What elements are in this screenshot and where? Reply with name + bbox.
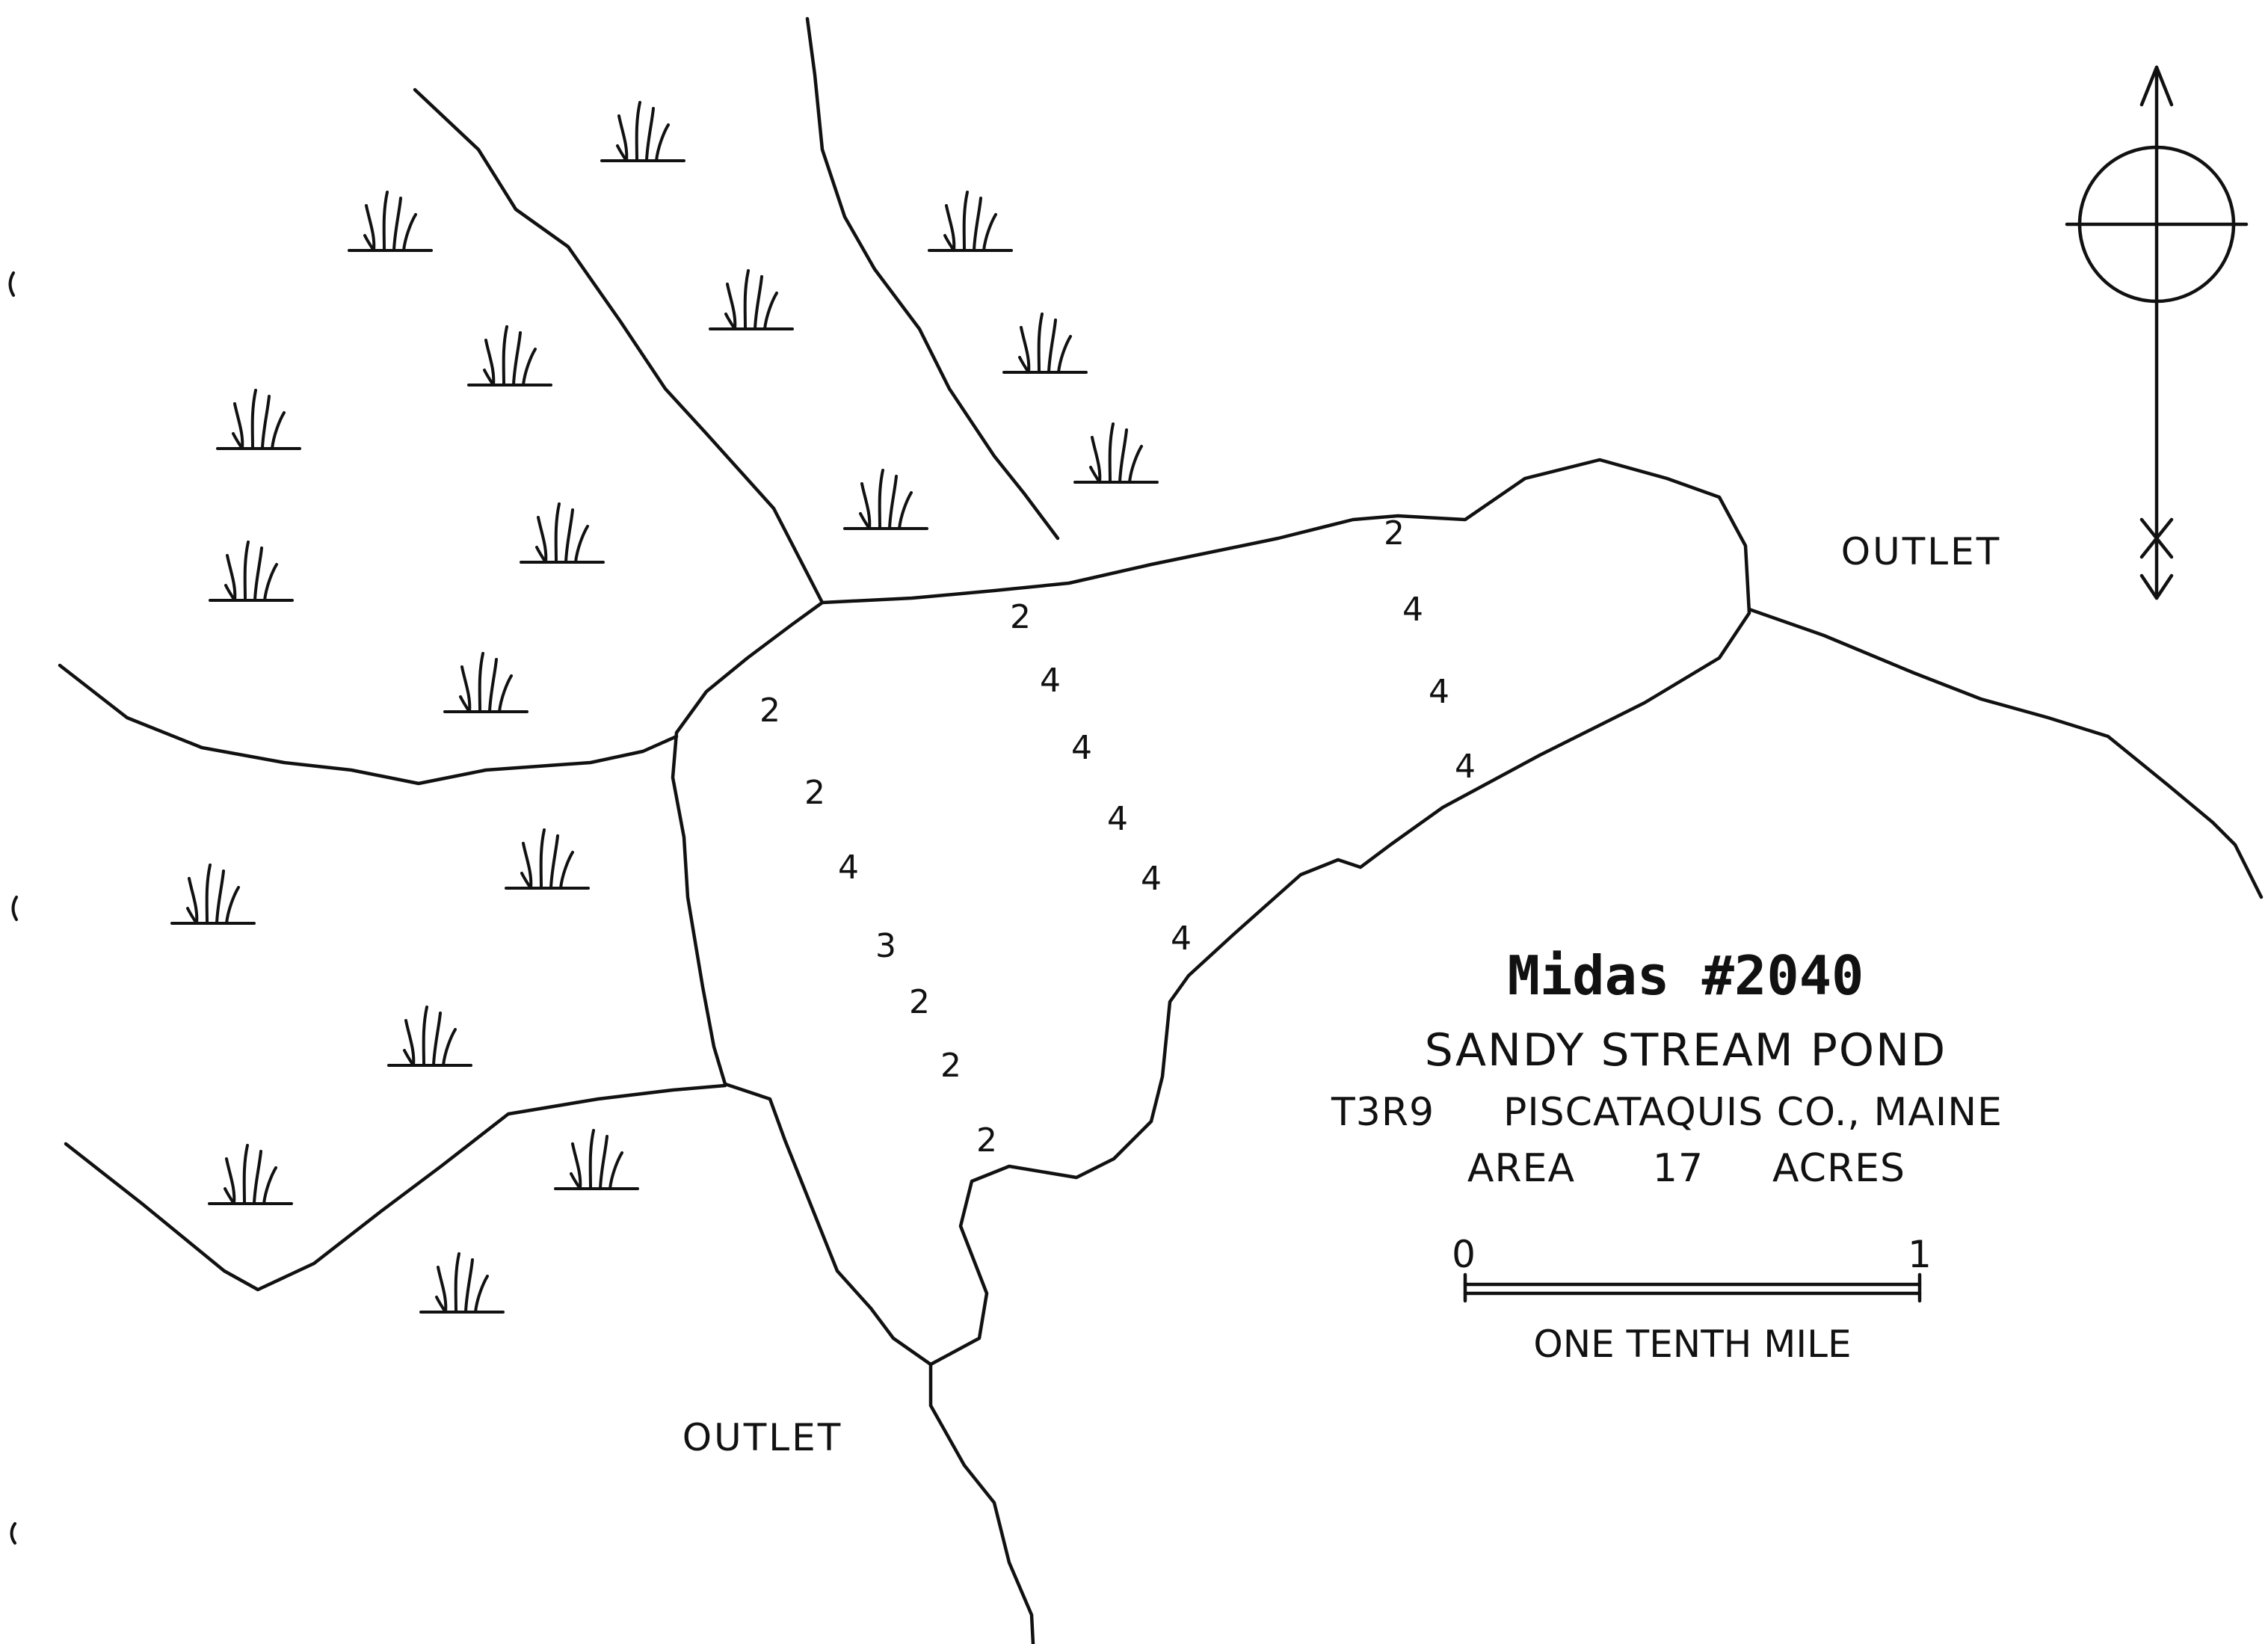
marsh-grass-icon — [928, 191, 1013, 252]
title-block: Midas #2040 SANDY STREAM POND T3R9 PISCA… — [1331, 944, 2003, 1191]
marsh-grass-icon — [209, 541, 294, 602]
marsh-grass-icon — [843, 469, 928, 530]
outlet-stream-east — [1747, 607, 2264, 899]
margin-marks — [8, 271, 18, 1545]
marsh-grass-icon — [216, 389, 301, 450]
depth-label: 4 — [1071, 729, 1092, 767]
outlet-stream-south — [928, 1362, 1035, 1644]
marsh-grass-icon — [419, 1252, 505, 1314]
depth-label: 2 — [976, 1121, 997, 1160]
county-label: PISCATAQUIS CO., MAINE — [1503, 1090, 2003, 1135]
depth-label: 4 — [1171, 920, 1192, 958]
outlet-label-south: OUTLET — [682, 1416, 842, 1459]
marsh-grass-icon — [554, 1129, 639, 1190]
marsh-grass-icon — [443, 652, 529, 713]
depth-label: 4 — [1141, 860, 1162, 898]
scale-unit-label: ONE TENTH MILE — [1533, 1323, 1851, 1366]
depth-label: 3 — [875, 927, 896, 965]
depth-label: 4 — [1040, 662, 1061, 700]
marsh-grass-icon — [520, 502, 605, 564]
marsh-grass-icon — [208, 1144, 293, 1205]
map-title: Midas #2040 — [1508, 944, 1864, 1007]
depth-label: 2 — [1010, 598, 1031, 636]
depth-label: 2 — [759, 692, 780, 730]
marsh-grass-icon — [467, 325, 552, 387]
marsh-grass-icons — [170, 101, 1159, 1314]
scale-start-label: 0 — [1452, 1233, 1476, 1276]
depth-label: 2 — [940, 1047, 961, 1085]
depth-label: 2 — [804, 774, 825, 812]
inlet-stream-north — [805, 16, 1060, 541]
marsh-grass-icon — [1002, 313, 1088, 374]
marsh-grass-icon — [505, 828, 590, 890]
area-value: 17 — [1653, 1146, 1704, 1191]
marsh-boundary-west — [58, 663, 679, 786]
pond-name: SANDY STREAM POND — [1425, 1024, 1947, 1077]
scale-end-label: 1 — [1908, 1233, 1932, 1276]
depth-label: 4 — [1402, 591, 1423, 629]
depth-label: 4 — [1455, 748, 1476, 786]
marsh-grass-icon — [170, 863, 256, 925]
depth-label: 2 — [909, 983, 930, 1021]
marsh-grass-icon — [709, 269, 794, 330]
marsh-grass-icon — [1073, 422, 1159, 484]
marsh-grass-icon — [348, 191, 433, 252]
depth-label: 4 — [1107, 800, 1128, 838]
marsh-grass-icon — [600, 101, 685, 162]
depth-soundings: 2 2 4 3 2 2 2 2 4 4 4 4 4 2 4 4 4 — [759, 514, 1476, 1160]
scale-bar: 0 1 ONE TENTH MILE — [1452, 1233, 1932, 1366]
depth-label: 4 — [1429, 673, 1449, 711]
marsh-boundary-southwest — [64, 1083, 727, 1292]
township-label: T3R9 — [1331, 1090, 1435, 1135]
north-arrow-icon — [2065, 65, 2249, 600]
inlet-stream-northwest — [413, 87, 825, 605]
outlet-label-east: OUTLET — [1841, 530, 2001, 573]
depth-label: 4 — [838, 849, 859, 887]
area-label: AREA — [1467, 1146, 1575, 1191]
depth-label: 2 — [1384, 514, 1405, 552]
pond-shoreline — [671, 458, 1751, 1367]
marsh-grass-icon — [387, 1006, 472, 1067]
area-unit: ACRES — [1772, 1146, 1905, 1191]
